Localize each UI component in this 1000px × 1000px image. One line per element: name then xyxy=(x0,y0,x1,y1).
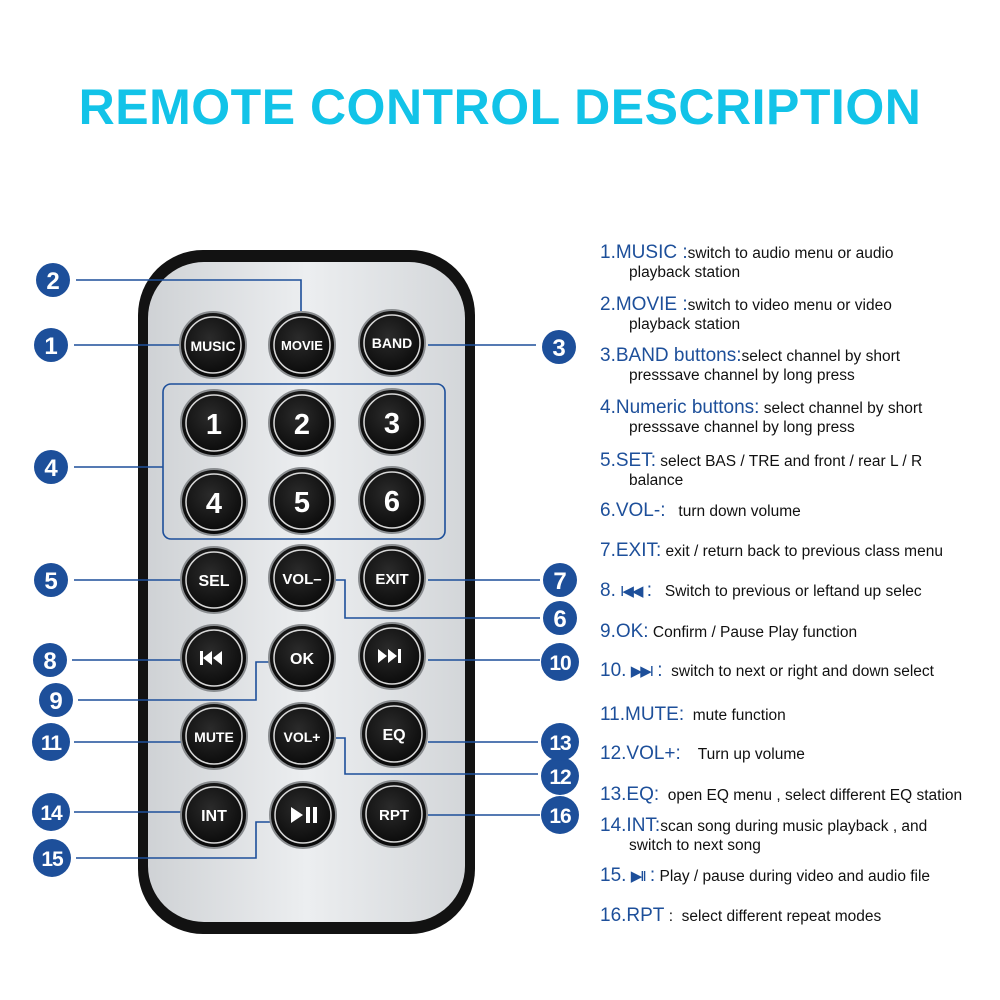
callout-15-label: 15 xyxy=(41,848,64,871)
eq-button-label: EQ xyxy=(382,727,405,744)
rpt-button-label: RPT xyxy=(379,807,409,824)
callout-9-label: 9 xyxy=(49,688,62,715)
rpt-button[interactable]: RPT xyxy=(360,780,428,848)
numeric-button-4[interactable]: 4 xyxy=(180,468,248,536)
numeric-button-5[interactable]: 5 xyxy=(268,467,336,535)
callout-3: 3 xyxy=(542,330,576,364)
exit-button-label: EXIT xyxy=(375,571,408,588)
prev-button[interactable] xyxy=(180,624,248,692)
ok-button[interactable]: OK xyxy=(268,624,336,692)
leader-line-15 xyxy=(76,821,270,859)
numeric-button-6-label: 6 xyxy=(384,486,400,518)
callout-8-label: 8 xyxy=(43,648,56,675)
numeric-button-5-label: 5 xyxy=(294,487,310,519)
play-pause-button[interactable] xyxy=(269,781,337,849)
callout-16-label: 16 xyxy=(549,805,571,828)
callout-15: 15 xyxy=(33,839,71,877)
leader-lines xyxy=(72,279,540,859)
numeric-button-3[interactable]: 3 xyxy=(358,388,426,456)
leader-line-12 xyxy=(336,737,538,775)
callout-11-label: 11 xyxy=(41,732,63,755)
callout-markers: 1 2 3 4 5 6 7 8 9 10 11 12 13 14 15 16 xyxy=(32,263,579,877)
sel-button[interactable]: SEL xyxy=(180,546,248,614)
callout-4-label: 4 xyxy=(44,455,58,482)
play-pause-icon xyxy=(291,807,317,823)
callout-9: 9 xyxy=(39,683,73,717)
band-button[interactable]: BAND xyxy=(358,309,426,377)
music-button[interactable]: MUSIC xyxy=(179,311,247,379)
music-button-label: MUSIC xyxy=(190,338,235,354)
vol-plus-button[interactable]: VOL+ xyxy=(268,702,336,770)
leader-line-9 xyxy=(78,661,270,701)
page-title: REMOTE CONTROL DESCRIPTION xyxy=(78,79,922,135)
callout-1-label: 1 xyxy=(44,333,57,360)
callout-12: 12 xyxy=(541,757,579,795)
leader-line-2 xyxy=(76,279,302,311)
callout-12-label: 12 xyxy=(549,766,571,789)
mute-button-label: MUTE xyxy=(194,729,234,745)
sel-button-label: SEL xyxy=(198,573,229,590)
callout-5-label: 5 xyxy=(44,568,57,595)
movie-button[interactable]: MOVIE xyxy=(268,311,336,379)
numeric-button-2[interactable]: 2 xyxy=(268,389,336,457)
callout-2-label: 2 xyxy=(46,268,59,295)
callout-14: 14 xyxy=(32,793,70,831)
int-button-label: INT xyxy=(201,808,227,825)
numeric-button-1[interactable]: 1 xyxy=(180,389,248,457)
numeric-button-6[interactable]: 6 xyxy=(358,466,426,534)
numeric-button-4-label: 4 xyxy=(206,488,222,520)
movie-button-label: MOVIE xyxy=(281,338,323,353)
mute-button[interactable]: MUTE xyxy=(180,702,248,770)
callout-5: 5 xyxy=(34,563,68,597)
callout-7-label: 7 xyxy=(553,568,566,595)
exit-button[interactable]: EXIT xyxy=(358,544,426,612)
callout-10: 10 xyxy=(541,643,579,681)
numeric-button-1-label: 1 xyxy=(206,409,222,441)
remote-buttons: MUSIC MOVIE BAND 1 2 3 xyxy=(179,309,428,849)
callout-13-label: 13 xyxy=(549,732,571,755)
callout-14-label: 14 xyxy=(40,802,63,825)
vol-plus-button-label: VOL+ xyxy=(284,729,321,745)
vol-minus-button[interactable]: VOL– xyxy=(268,544,336,612)
ok-button-label: OK xyxy=(290,651,314,668)
callout-7: 7 xyxy=(543,563,577,597)
int-button[interactable]: INT xyxy=(180,781,248,849)
next-button[interactable] xyxy=(358,622,426,690)
callout-4: 4 xyxy=(34,450,68,484)
prev-track-icon xyxy=(200,651,222,665)
numeric-keypad-frame xyxy=(162,383,446,540)
callout-11: 11 xyxy=(32,723,70,761)
callout-6-label: 6 xyxy=(553,606,566,633)
callout-2: 2 xyxy=(36,263,70,297)
callout-10-label: 10 xyxy=(549,652,571,675)
eq-button[interactable]: EQ xyxy=(360,700,428,768)
vol-minus-button-label: VOL– xyxy=(282,571,321,588)
numeric-button-2-label: 2 xyxy=(294,409,310,441)
callout-13: 13 xyxy=(541,723,579,761)
callout-8: 8 xyxy=(33,643,67,677)
callout-6: 6 xyxy=(543,601,577,635)
callout-16: 16 xyxy=(541,796,579,834)
next-track-icon xyxy=(378,649,401,663)
numeric-button-3-label: 3 xyxy=(384,408,400,440)
callout-1: 1 xyxy=(34,328,68,362)
leader-line-6 xyxy=(334,579,540,619)
callout-3-label: 3 xyxy=(552,335,565,362)
band-button-label: BAND xyxy=(372,335,412,351)
